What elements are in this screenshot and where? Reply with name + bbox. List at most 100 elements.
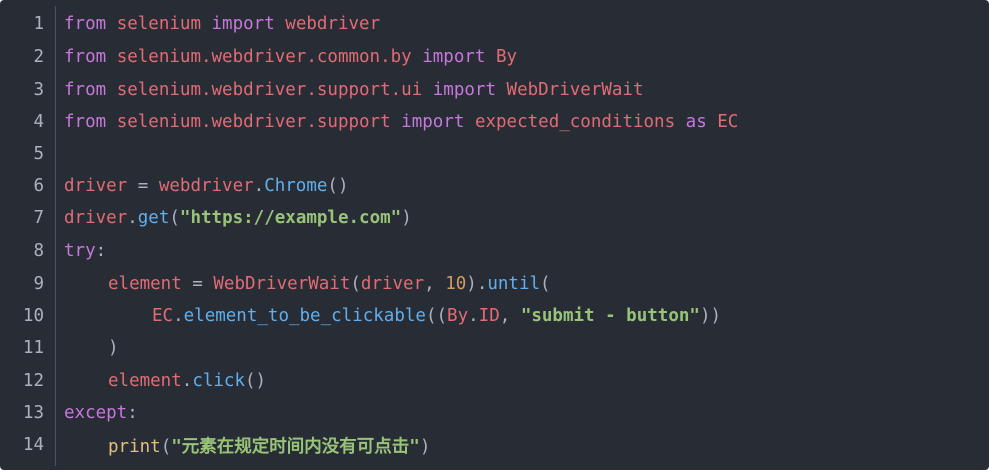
token-punct: , [499, 306, 521, 326]
code-line: 5 [0, 138, 64, 170]
page-background [0, 470, 989, 476]
line-number: 8 [33, 241, 44, 261]
token-keyword: import [422, 80, 496, 100]
token-keyword: as [675, 112, 707, 132]
token-punct: . [127, 208, 138, 228]
token-name: EC [706, 112, 739, 132]
code-line: 4 from selenium.webdriver.support import… [0, 106, 738, 138]
token-keyword: from [64, 80, 107, 100]
code-text: from selenium.webdriver.support.ui impor… [64, 80, 644, 100]
code-text: element = WebDriverWait(driver, 10).unti… [108, 274, 551, 294]
code-text: print("元素在规定时间内没有可点击") [108, 433, 430, 458]
line-number: 5 [33, 144, 44, 164]
code-line: 12 element.click() [0, 365, 266, 397]
code-text: except: [64, 403, 138, 423]
token-punct: ) [108, 338, 119, 358]
token-punct: ( [169, 208, 180, 228]
token-module: selenium [106, 14, 201, 34]
token-keyword: from [64, 47, 107, 67]
token-keyword: try [64, 241, 96, 261]
token-name: driver [360, 274, 425, 294]
token-function: element_to_be_clickable [183, 306, 426, 326]
token-number: 10 [445, 274, 467, 294]
code-text: ) [108, 338, 119, 358]
code-line: 1 from selenium import webdriver [0, 8, 380, 40]
line-number: 7 [33, 208, 44, 228]
token-keyword: import [411, 47, 486, 67]
code-line: 2 from selenium.webdriver.common.by impo… [0, 41, 517, 73]
token-name: driver [64, 176, 128, 196]
code-line: 11 ) [0, 332, 119, 364]
token-keyword: from [64, 14, 107, 34]
token-punct: , [424, 274, 446, 294]
token-keyword: except [64, 403, 128, 423]
token-function: Chrome [264, 176, 328, 196]
gutter-divider [55, 6, 56, 466]
line-number: 1 [33, 14, 44, 34]
token-punct: : [127, 403, 138, 423]
token-name: WebDriverWait [496, 80, 644, 100]
code-line: 10 EC.element_to_be_clickable((By.ID, "s… [0, 300, 721, 332]
token-punct: . [173, 306, 184, 326]
token-punct: (( [425, 306, 448, 326]
token-function: get [137, 208, 170, 228]
line-number: 11 [22, 338, 44, 358]
token-string: "https://example.com" [179, 208, 402, 228]
token-punct: )) [699, 306, 722, 326]
code-line: 13 except: [0, 397, 138, 429]
line-number: 4 [33, 112, 44, 132]
code-text: from selenium import webdriver [64, 14, 380, 34]
token-name: By [447, 306, 469, 326]
code-line: 9 element = WebDriverWait(driver, 10).un… [0, 268, 551, 300]
code-text: EC.element_to_be_clickable((By.ID, "subm… [152, 306, 721, 326]
token-module: selenium.webdriver.support.ui [106, 80, 423, 100]
token-name: EC [152, 306, 174, 326]
token-keyword: from [64, 112, 107, 132]
token-name: expected_conditions [464, 112, 676, 132]
code-text: driver.get("https://example.com") [64, 208, 412, 228]
token-string: "元素在规定时间内没有可点击" [171, 436, 420, 457]
token-operator: = [127, 176, 149, 196]
token-punct: ). [466, 274, 488, 294]
token-punct: ( [540, 274, 551, 294]
line-number: 12 [22, 371, 44, 391]
token-punct: . [468, 306, 479, 326]
token-punct: ( [350, 274, 361, 294]
token-function: until [487, 274, 541, 294]
code-line: 7 driver.get("https://example.com") [0, 202, 412, 234]
code-line: 3 from selenium.webdriver.support.ui imp… [0, 74, 644, 106]
token-builtin: print [108, 436, 161, 457]
token-punct: ) [401, 208, 412, 228]
line-number: 10 [22, 306, 44, 326]
token-name: driver [64, 208, 128, 228]
code-line: 8 try: [0, 235, 106, 267]
code-text: from selenium.webdriver.common.by import… [64, 47, 517, 67]
token-keyword: import [200, 14, 275, 34]
token-punct: () [327, 176, 349, 196]
line-number: 3 [33, 80, 44, 100]
line-number: 14 [22, 435, 44, 455]
code-text: try: [64, 241, 106, 261]
line-number: 2 [33, 47, 44, 67]
token-punct: . [181, 371, 193, 391]
token-name: element [108, 274, 182, 294]
token-module: selenium.webdriver.common.by [106, 47, 412, 67]
token-punct: () [245, 371, 267, 391]
token-punct: ) [419, 436, 431, 457]
token-punct: ( [160, 436, 172, 457]
token-name: WebDriverWait [202, 274, 351, 294]
token-punct: . [253, 176, 265, 196]
token-name: webdriver [274, 14, 381, 34]
token-name: By [485, 47, 518, 67]
token-keyword: import [390, 112, 465, 132]
token-name: webdriver [148, 176, 254, 196]
code-line: 6 driver = webdriver.Chrome() [0, 170, 349, 202]
token-name: element [108, 371, 182, 391]
token-operator: = [181, 274, 203, 294]
code-line: 14 print("元素在规定时间内没有可点击") [0, 429, 430, 461]
token-function: click [192, 371, 245, 391]
token-name: ID [478, 306, 500, 326]
token-punct: : [95, 241, 107, 261]
token-module: selenium.webdriver.support [106, 112, 391, 132]
